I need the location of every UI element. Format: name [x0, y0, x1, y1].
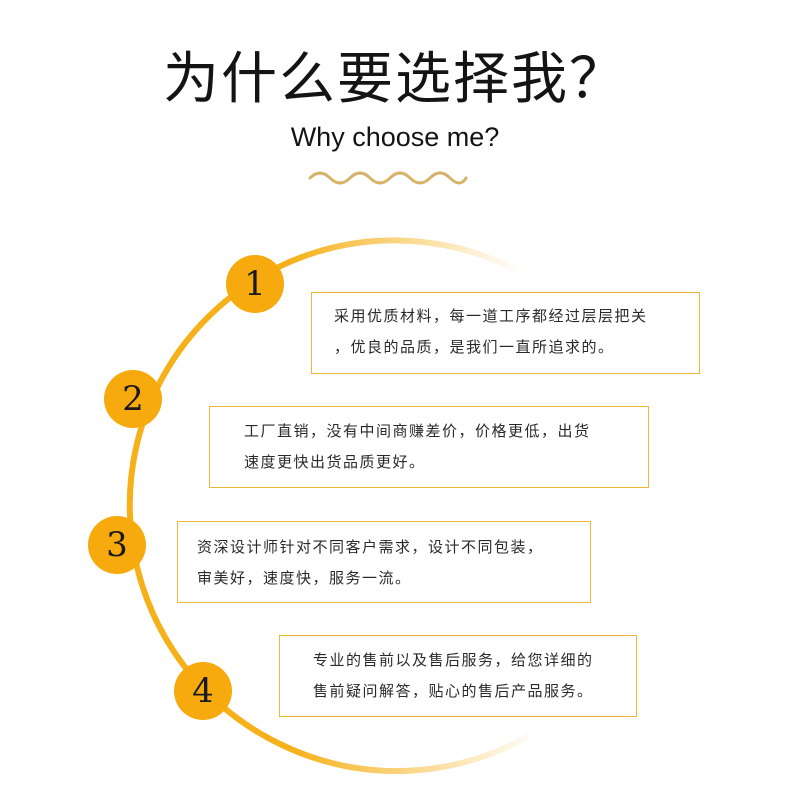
wave-divider: [308, 171, 468, 185]
page-subtitle: Why choose me?: [290, 122, 500, 152]
page-title: 为什么要选择我？: [163, 47, 627, 112]
reason-number-2: 2: [104, 370, 162, 428]
reason-2-line-1: 工厂直销，没有中间商赚差价，价格更低，出货: [244, 422, 591, 440]
reason-box-4: 专业的售前以及售后服务，给您详细的 售前疑问解答，贴心的售后产品服务。: [279, 635, 637, 717]
reason-number-4: 4: [174, 662, 232, 720]
reason-4-line-2: 售前疑问解答，贴心的售后产品服务。: [313, 682, 594, 700]
reason-box-3: 资深设计师针对不同客户需求，设计不同包装， 审美好，速度快，服务一流。: [177, 521, 591, 603]
reason-3-line-2: 审美好，速度快，服务一流。: [197, 569, 412, 587]
reason-1-line-2: ，优良的品质，是我们一直所追求的。: [334, 338, 615, 356]
reason-3-line-1: 资深设计师针对不同客户需求，设计不同包装，: [197, 538, 544, 556]
reason-1-line-1: 采用优质材料，每一道工序都经过层层把关: [334, 307, 648, 325]
reason-number-3: 3: [88, 516, 146, 574]
reason-4-line-1: 专业的售前以及售后服务，给您详细的: [313, 651, 594, 669]
reason-box-1: 采用优质材料，每一道工序都经过层层把关 ，优良的品质，是我们一直所追求的。: [311, 292, 700, 374]
reason-box-2: 工厂直销，没有中间商赚差价，价格更低，出货 速度更快出货品质更好。: [209, 406, 649, 488]
reason-2-line-2: 速度更快出货品质更好。: [244, 453, 426, 471]
reason-number-1: 1: [226, 255, 284, 313]
